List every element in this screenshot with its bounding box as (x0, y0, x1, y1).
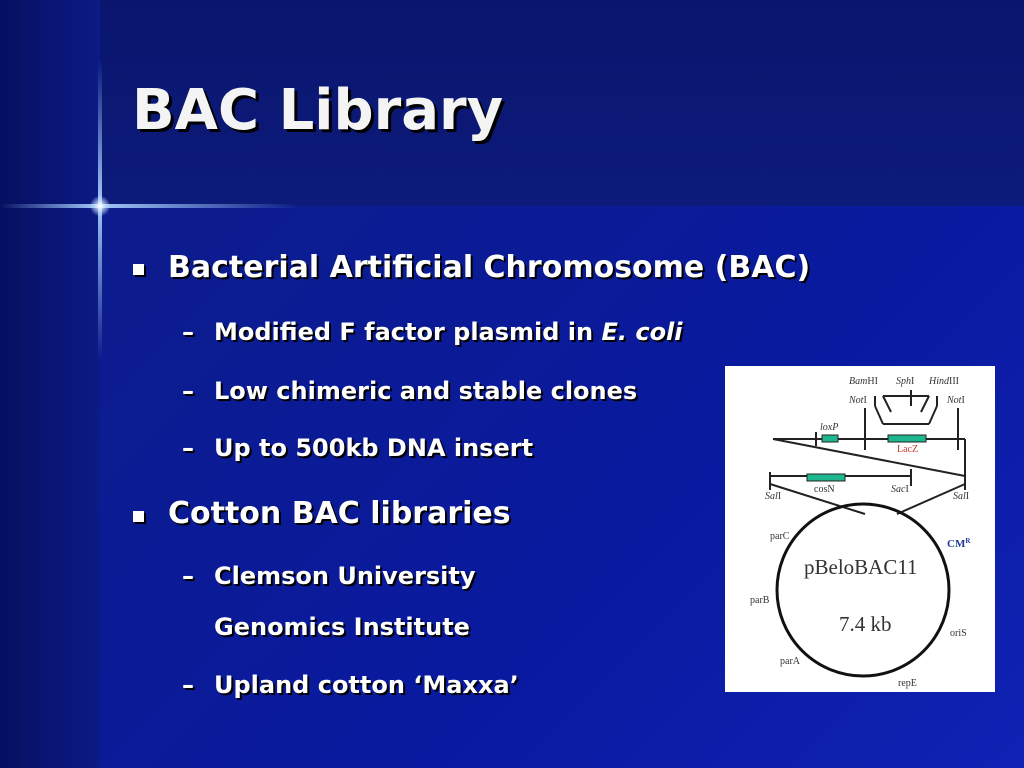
feature-label-repe: repE (898, 678, 917, 689)
site-label-sphi: SphI (896, 376, 914, 387)
background-left-panel (0, 0, 100, 768)
sub-bullet-dash: – (182, 434, 194, 462)
bullet-cotton: Cotton BAC libraries (168, 496, 511, 531)
sub-bullet-dash: – (182, 562, 194, 590)
site-label-hindiii: HindIII (928, 376, 959, 387)
sub-bullet-ecoli: E. coli (601, 318, 683, 346)
feature-label-loxp: loxP (820, 422, 838, 433)
plasmid-size: 7.4 kb (839, 612, 892, 636)
cosn-gene-box (806, 473, 846, 482)
site-label-saci: SacI (891, 484, 909, 495)
light-flare-core (90, 196, 110, 216)
feature-label-para: parA (780, 656, 801, 667)
sub-bullet-insert: Up to 500kb DNA insert (214, 434, 534, 462)
plasmid-map-diagram: BamHI SphI HindIII NotI NotI (750, 376, 971, 689)
feature-label-cosn: cosN (814, 484, 835, 495)
plasmid-circle (775, 502, 951, 678)
sub-bullet-clemson: Clemson University (214, 562, 476, 590)
site-label-sali-right: SalI (953, 491, 969, 502)
site-label-bamhi: BamHI (849, 376, 878, 387)
slide-title: BAC Library (132, 78, 504, 143)
bullet-bac: Bacterial Artificial Chromosome (BAC) (168, 250, 811, 285)
feature-label-parb: parB (750, 595, 770, 606)
site-label-noti-right: NotI (946, 395, 965, 406)
plasmid-name: pBeloBAC11 (804, 555, 918, 579)
bullet-square-icon (133, 264, 144, 275)
sub-bullet-f-factor-text: Modified F factor plasmid in (214, 318, 602, 346)
sub-bullet-dash: – (182, 377, 194, 405)
sub-bullet-genomics: Genomics Institute (214, 613, 470, 641)
light-flare-horizontal (0, 204, 300, 208)
loxp-gene-box (821, 434, 839, 443)
feature-label-lacz: LacZ (897, 444, 918, 455)
sub-bullet-f-factor: Modified F factor plasmid in E. coli (214, 318, 683, 346)
lacz-gene-box (887, 434, 927, 443)
sub-bullet-maxxa: Upland cotton ‘Maxxa’ (214, 671, 519, 699)
site-label-sali-left: SalI (765, 491, 781, 502)
feature-label-cmr: CMR (947, 537, 971, 550)
site-label-noti-left: NotI (848, 395, 867, 406)
background-title-band (100, 0, 1024, 206)
sub-bullet-dash: – (182, 318, 194, 346)
feature-label-oris: oriS (950, 628, 967, 639)
feature-label-parc: parC (770, 531, 790, 542)
bullet-square-icon (133, 511, 144, 522)
plasmid-map-figure: BamHI SphI HindIII NotI NotI (725, 366, 995, 692)
sub-bullet-dash: – (182, 671, 194, 699)
sub-bullet-chimeric: Low chimeric and stable clones (214, 377, 638, 405)
